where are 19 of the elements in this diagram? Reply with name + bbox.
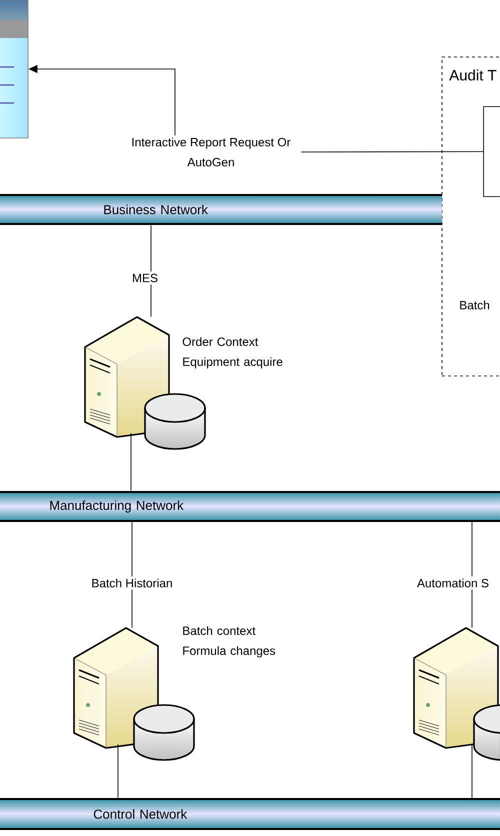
boundary-title: Audit T xyxy=(449,70,496,81)
request-label: Interactive Report Request Or AutoGen xyxy=(132,138,290,166)
server-note: Order Context Equipment acquire xyxy=(182,337,282,368)
server-note: Batch context Formula changes xyxy=(183,626,276,658)
connector-line xyxy=(130,432,132,492)
server-label: Batch Historian xyxy=(92,578,172,588)
connector-line xyxy=(300,151,484,152)
connector-line xyxy=(150,284,152,318)
network-bar: Manufacturing Network xyxy=(0,491,500,522)
network-bar: Business Network xyxy=(0,194,442,225)
process-box xyxy=(483,106,500,198)
network-bar: Control Network xyxy=(0,798,500,830)
server-drawing xyxy=(413,627,500,761)
dashed-boundary xyxy=(442,56,500,376)
server-label: MES xyxy=(132,274,158,282)
connector-line xyxy=(150,224,152,272)
report-window-drawing xyxy=(0,0,28,138)
server-label: Automation S xyxy=(417,578,488,588)
region-text: Batch xyxy=(460,300,490,310)
